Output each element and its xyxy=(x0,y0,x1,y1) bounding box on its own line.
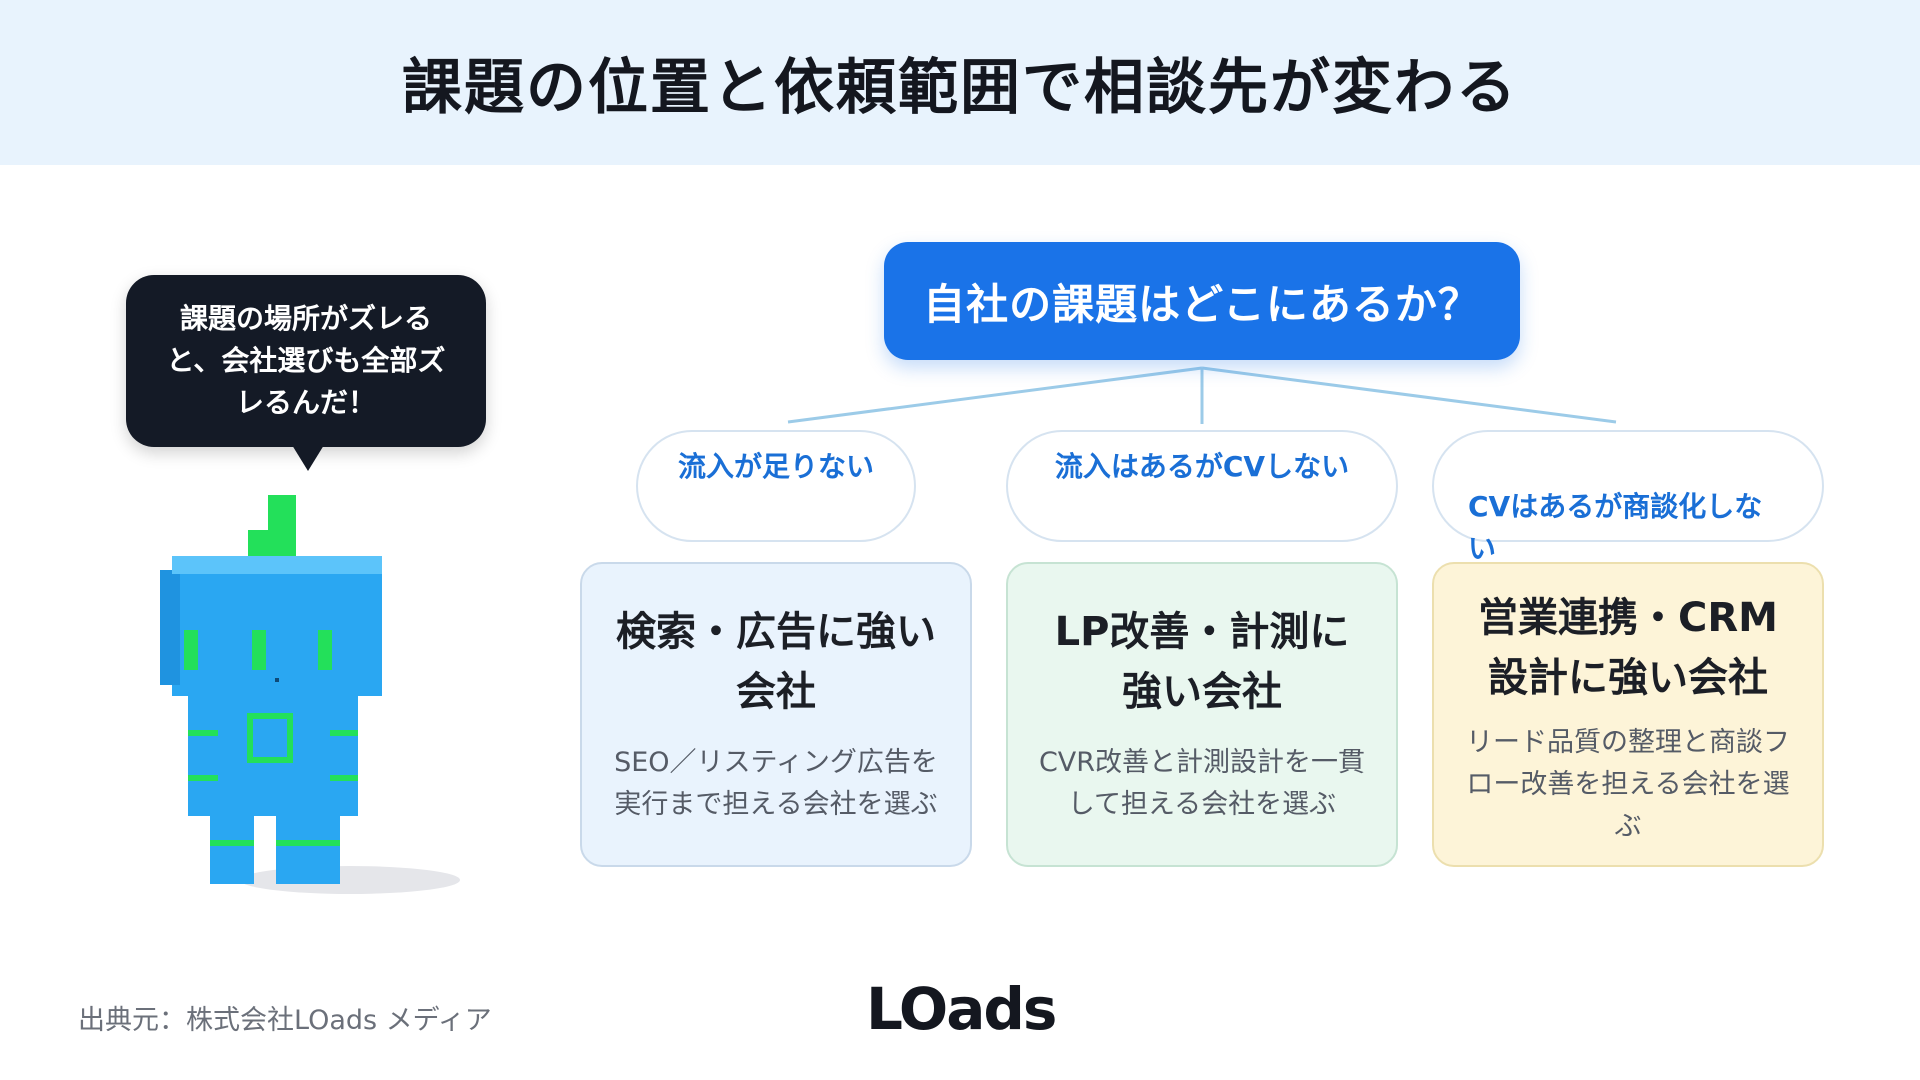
source-credit: 出典元：株式会社LOads メディア xyxy=(78,1005,492,1036)
condition-text-2: 流入はあるがCVしない xyxy=(1054,450,1350,483)
recommendation-card-1: 検索・広告に強い 会社 SEO／リスティング広告を 実行まで担える会社を選ぶ xyxy=(580,562,972,867)
speech-bubble-text: 課題の場所がズレる と、会社選びも全部ズ レるんだ！ xyxy=(166,302,446,419)
card-description-2: CVR改善と計測設計を一貫 して担える会社を選ぶ xyxy=(1038,747,1366,820)
condition-text-1: 流入が足りない xyxy=(677,450,874,483)
condition-pill-1: 流入が足りない xyxy=(636,430,916,542)
condition-pill-2: 流入はあるがCVしない xyxy=(1006,430,1398,542)
robot-mascot-illustration xyxy=(160,495,460,894)
card-title-1: 検索・広告に強い 会社 xyxy=(616,609,936,715)
card-title-3: 営業連携・CRM 設計に強い会社 xyxy=(1478,595,1778,701)
speech-bubble: 課題の場所がズレる と、会社選びも全部ズ レるんだ！ xyxy=(126,275,486,471)
page-title: 課題の位置と依頼範囲で相談先が変わる xyxy=(402,53,1518,123)
header-band: 課題の位置と依頼範囲で相談先が変わる xyxy=(0,0,1920,165)
recommendation-card-2: LP改善・計測に 強い会社 CVR改善と計測設計を一貫 して担える会社を選ぶ xyxy=(1006,562,1398,867)
recommendation-card-3: 営業連携・CRM 設計に強い会社 リード品質の整理と商談フ ロー改善を担える会社… xyxy=(1432,562,1824,867)
card-description-1: SEO／リスティング広告を 実行まで担える会社を選ぶ xyxy=(614,747,938,820)
brand-logo: LOads xyxy=(866,975,1057,1043)
condition-text-3: CVはあるが商談化しな い xyxy=(1468,490,1763,565)
root-question: 自社の課題はどこにあるか？ xyxy=(884,242,1520,360)
root-question-text: 自社の課題はどこにあるか？ xyxy=(923,279,1481,329)
card-title-2: LP改善・計測に 強い会社 xyxy=(1054,609,1350,715)
condition-pill-3: CVはあるが商談化しな い xyxy=(1432,430,1824,565)
card-description-3: リード品質の整理と商談フ ロー改善を担える会社を選 ぶ xyxy=(1466,727,1790,842)
